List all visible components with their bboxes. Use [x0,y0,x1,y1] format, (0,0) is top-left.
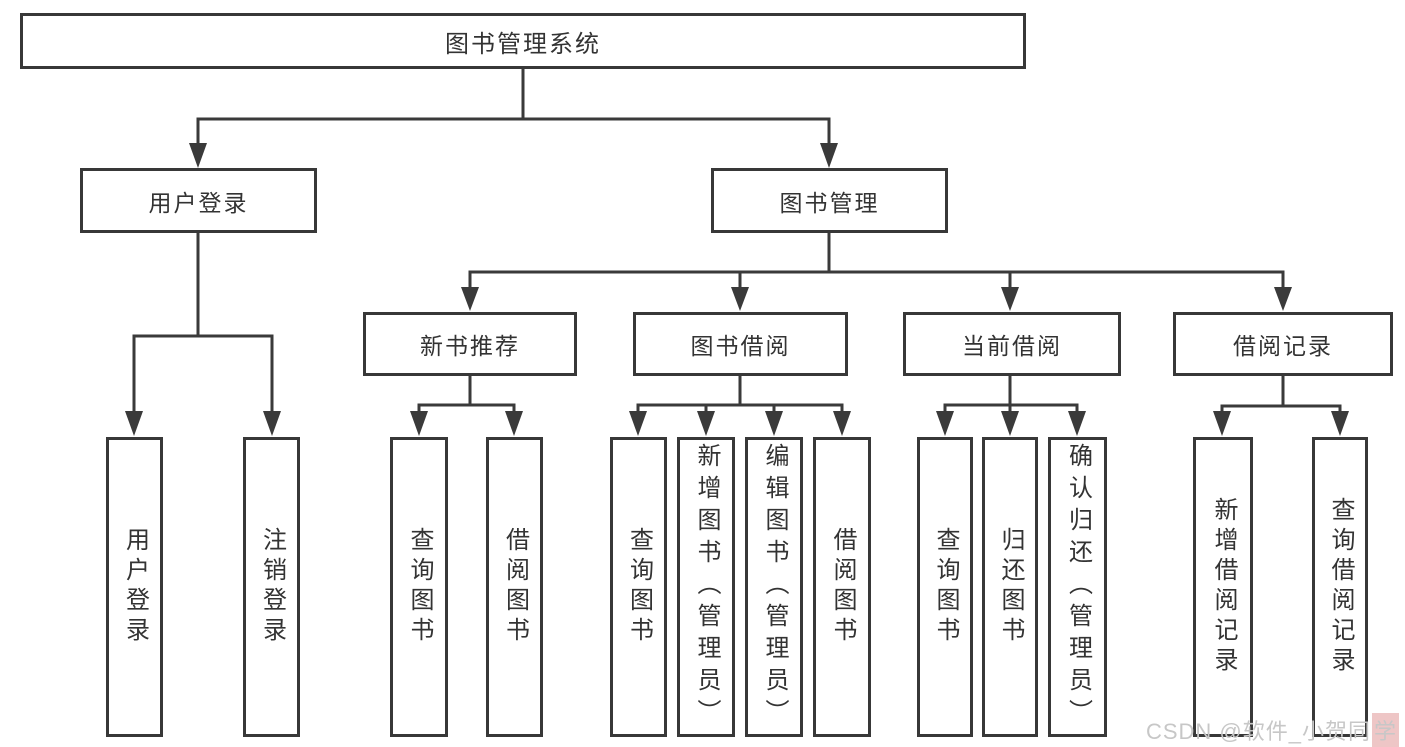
leaf-query-books: 查询图书 [917,437,973,737]
leaf-user-login: 用户登录 [106,437,163,737]
leaf-label: 借阅图书 [829,527,856,647]
node-book-management-module: 图书管理 [711,168,948,233]
leaf-query-books: 查询图书 [390,437,448,737]
node-user-login-module: 用户登录 [80,168,317,233]
leaf-label: 新增借阅记录 [1210,497,1237,677]
node-library-management-system: 图书管理系统 [20,13,1026,69]
leaf-label: 编辑图书（管理员） [761,443,788,731]
node-label: 图书管理 [779,189,880,216]
node-label: 当前借阅 [962,333,1062,359]
leaf-logout: 注销登录 [243,437,300,737]
leaf-label: 查询图书 [406,527,433,647]
watermark-highlight: 学 [1371,713,1399,747]
node-new-book-recommendation: 新书推荐 [363,312,577,376]
node-label: 图书借阅 [690,333,791,359]
leaf-label: 查询图书 [625,527,653,647]
leaf-label: 确认归还（管理员） [1064,443,1092,731]
leaf-label: 归还图书 [997,527,1024,647]
leaf-borrow-books: 借阅图书 [486,437,543,737]
leaf-label: 注销登录 [258,527,286,647]
arrowheads [125,143,1349,436]
leaf-add-books-admin: 新增图书（管理员） [677,437,735,737]
leaf-query-borrow-record: 查询借阅记录 [1312,437,1368,737]
leaf-label: 查询图书 [932,527,959,647]
leaf-add-borrow-record: 新增借阅记录 [1193,437,1253,737]
leaf-return-books: 归还图书 [982,437,1038,737]
watermark-text: CSDN @软件_小贺同 [1145,719,1371,744]
leaf-label: 新增图书（管理员） [693,443,720,731]
node-current-borrowing: 当前借阅 [903,312,1121,376]
leaf-label: 借阅图书 [501,527,529,647]
node-borrowing-records: 借阅记录 [1173,312,1393,376]
leaf-confirm-return-admin: 确认归还（管理员） [1048,437,1107,737]
leaf-label: 查询借阅记录 [1327,497,1354,677]
leaf-query-books: 查询图书 [610,437,667,737]
leaf-label: 用户登录 [121,527,149,647]
node-label: 用户登录 [148,189,249,216]
node-label: 新书推荐 [420,333,520,359]
node-label: 借阅记录 [1233,333,1333,359]
csdn-watermark: CSDN @软件_小贺同学 [1146,713,1399,747]
leaf-borrow-books: 借阅图书 [813,437,871,737]
leaf-edit-books-admin: 编辑图书（管理员） [745,437,803,737]
node-book-borrowing: 图书借阅 [633,312,848,376]
node-label: 图书管理系统 [445,30,601,58]
